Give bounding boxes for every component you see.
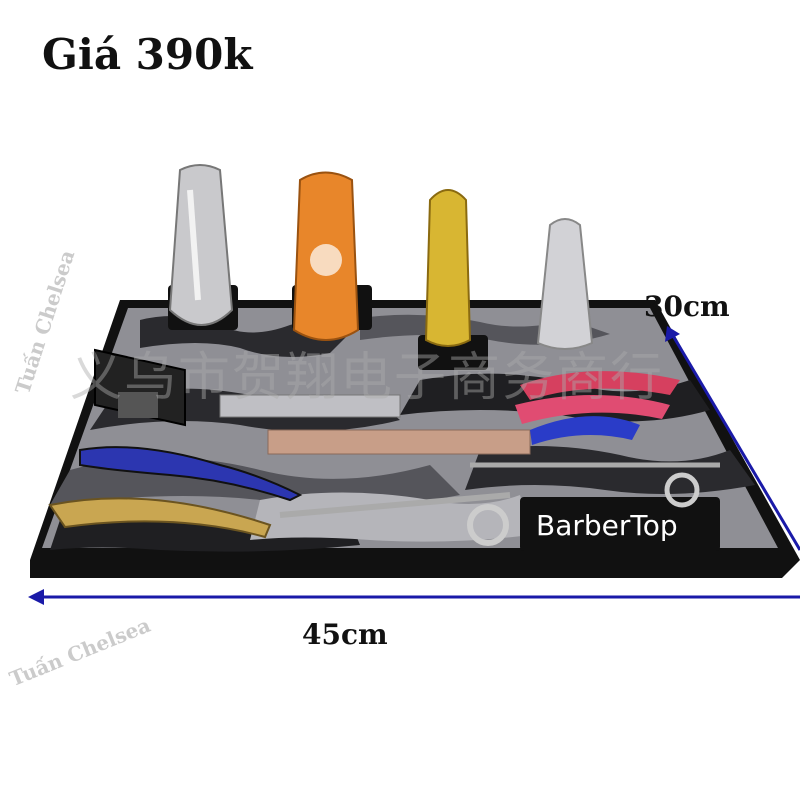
brand-logo-text: BarberTop (536, 509, 678, 542)
pink-hair-clips (515, 371, 680, 424)
chinese-watermark: 义乌市贺翔电子商务商行 (70, 348, 665, 408)
scissors-large (279, 492, 511, 546)
height-arrow (665, 326, 800, 551)
blue-hair-clip (530, 416, 640, 445)
height-dimension-label: 30cm (644, 290, 730, 323)
blue-jaguar-razor (79, 446, 303, 502)
orange-clipper (292, 171, 372, 341)
silver-clipper (168, 164, 238, 330)
gold-straight-razor (48, 497, 272, 539)
chrome-trimmer (536, 218, 594, 350)
barber-mat: BarberTop (30, 300, 800, 578)
price-label: Giá 390k (42, 30, 253, 79)
thinning-scissors (470, 462, 720, 508)
copper-comb (267, 429, 531, 455)
gold-trimmer (418, 189, 488, 370)
silver-comb (219, 394, 401, 418)
width-dimension-label: 45cm (302, 618, 388, 651)
black-holder (94, 348, 186, 427)
width-arrow (28, 589, 800, 605)
